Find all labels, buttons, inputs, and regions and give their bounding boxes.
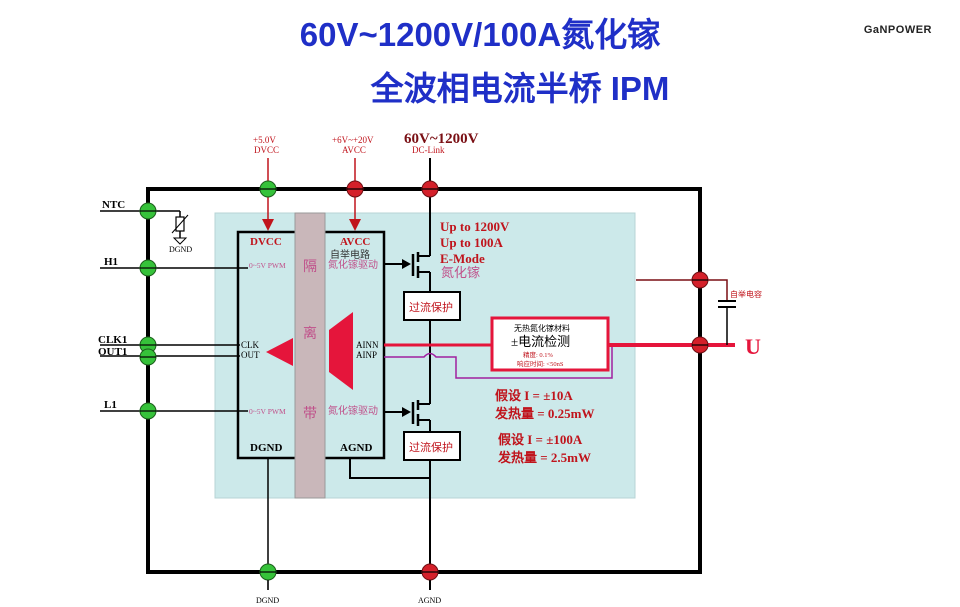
ganpower-logo: GaNPOWER — [863, 24, 932, 36]
high-side-protection — [403, 291, 461, 321]
ntc-dgnd-label: DGND — [169, 245, 192, 254]
title-line-1: 60V~1200V/100A氮化镓 — [299, 16, 661, 53]
output-u-label: U — [745, 334, 761, 359]
high-side-gan-transistor — [384, 232, 431, 292]
heat-case1-current: 假设 I = ±10A — [495, 388, 573, 403]
title-line-2: 全波相电流半桥 IPM — [370, 70, 670, 107]
dgnd-bottom-label: DGND — [256, 596, 279, 605]
dvcc-supply-label: DVCC — [254, 145, 279, 155]
isolation-char-1: 隔 — [303, 259, 317, 275]
driver-dvcc-label: DVCC — [250, 236, 282, 248]
driver-avcc-label: AVCC — [340, 236, 370, 248]
digital-triangle — [266, 338, 293, 366]
avcc-supply-label: AVCC — [342, 145, 366, 155]
out-pin-label: OUT — [241, 350, 260, 360]
avcc-voltage-label: +6V~+20V — [332, 135, 374, 145]
driver-agnd-label: AGND — [340, 442, 372, 454]
capacitor-label: 自举电容 — [730, 289, 762, 299]
sensor-title: 无热氮化镓材料 — [514, 323, 570, 333]
heat-case2-heat: 发热量 = 2.5mW — [497, 450, 591, 465]
dc-link-label: DC-Link — [412, 145, 445, 155]
sensor-name: ±电流检测 — [511, 334, 570, 349]
high-protection-label: 过流保护 — [409, 300, 453, 314]
isolation-band — [294, 212, 326, 499]
pwm-low-label: 0~5V PWM — [249, 407, 286, 416]
gan-driver-high-label: 氮化镓驱动 — [328, 258, 378, 271]
ntc-thermistor-icon — [171, 211, 189, 245]
pin-out1-label: OUT1 — [98, 346, 127, 358]
rating-mode: E-Mode — [440, 251, 485, 266]
gan-driver-low-label: 氮化镓驱动 — [328, 404, 378, 417]
pwm-high-label: 0~5V PWM — [249, 261, 286, 270]
heat-case1-heat: 发热量 = 0.25mW — [494, 406, 595, 421]
ainp-pin-label: AINP — [356, 350, 377, 360]
sensor-accuracy: 精度: 0.1% — [523, 350, 554, 359]
rating-current: Up to 100A — [440, 235, 503, 250]
isolation-char-2: 离 — [303, 325, 317, 342]
analog-amplifier — [329, 312, 353, 390]
dvcc-voltage-label: +5.0V — [253, 135, 276, 145]
pin-ntc-label: NTC — [102, 199, 125, 211]
low-side-protection — [403, 431, 461, 461]
pin-l1-label: L1 — [104, 399, 117, 411]
low-protection-label: 过流保护 — [409, 440, 453, 454]
rating-voltage: Up to 1200V — [440, 219, 510, 234]
agnd-bottom-label: AGND — [418, 596, 441, 605]
bootstrap-label: 自举电路 — [330, 248, 370, 261]
isolation-char-3: 带 — [303, 406, 317, 422]
heat-case2-current: 假设 I = ±100A — [498, 432, 583, 447]
low-side-gan-transistor — [384, 390, 431, 432]
driver-dgnd-label: DGND — [250, 442, 282, 454]
sensor-response: 响应时间: <50nS — [517, 359, 564, 368]
dc-voltage-label: 60V~1200V — [404, 131, 479, 147]
pin-h1-label: H1 — [104, 256, 118, 268]
current-sensor — [490, 316, 610, 372]
rating-material: 氮化镓 — [441, 265, 480, 280]
pin-clk1-label: CLK1 — [98, 334, 127, 346]
clk-pin-label: CLK — [241, 340, 260, 350]
ainn-pin-label: AINN — [356, 340, 379, 350]
